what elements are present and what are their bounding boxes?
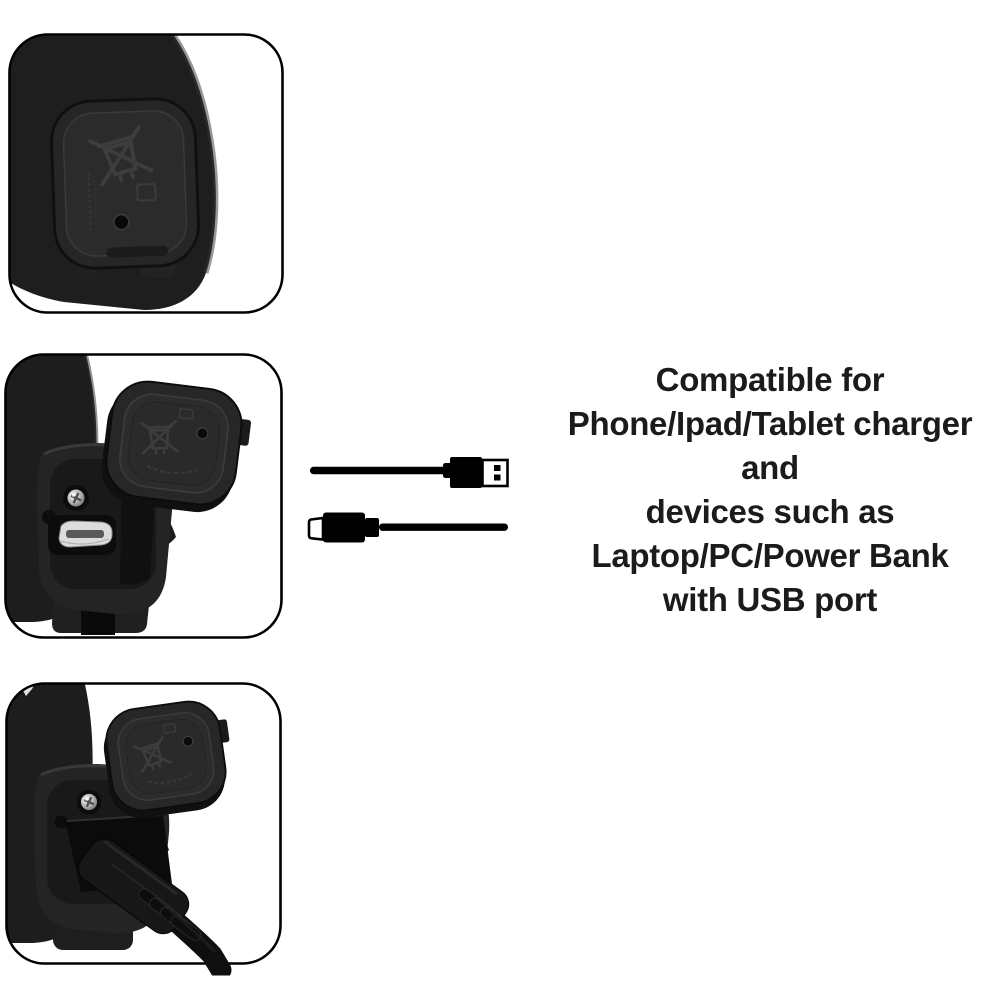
panel-port-cover-open — [4, 353, 283, 639]
compatibility-line: with USB port — [662, 581, 878, 618]
panel-cable-plugged — [5, 682, 282, 976]
micro-usb-cable-icon — [307, 512, 508, 543]
usb-a-cable-icon — [310, 457, 509, 488]
panel-border — [8, 33, 284, 314]
compatibility-line: Compatible for — [655, 361, 885, 398]
device-photo-cover-open — [4, 353, 283, 639]
usb-cable — [78, 838, 232, 976]
panel-border — [4, 353, 283, 639]
panel-port-cover-closed — [8, 33, 284, 314]
compatibility-line: Laptop/PC/Power Bank — [591, 537, 949, 574]
panel-border — [5, 682, 282, 965]
screw — [61, 483, 91, 513]
rubber-cap-face — [50, 97, 201, 270]
device-photo-cover-closed — [8, 33, 284, 314]
compatibility-text: Compatible for Phone/Ipad/Tablet charger… — [540, 358, 1000, 622]
compatibility-line: devices such as — [645, 493, 895, 530]
compatibility-line: Phone/Ipad/Tablet charger — [567, 405, 973, 442]
cable-icons-group — [305, 450, 515, 545]
compatibility-line: and — [741, 449, 799, 486]
screw — [75, 788, 103, 816]
device-photo-cable-plugged — [5, 682, 282, 976]
micro-usb-port — [58, 520, 113, 548]
